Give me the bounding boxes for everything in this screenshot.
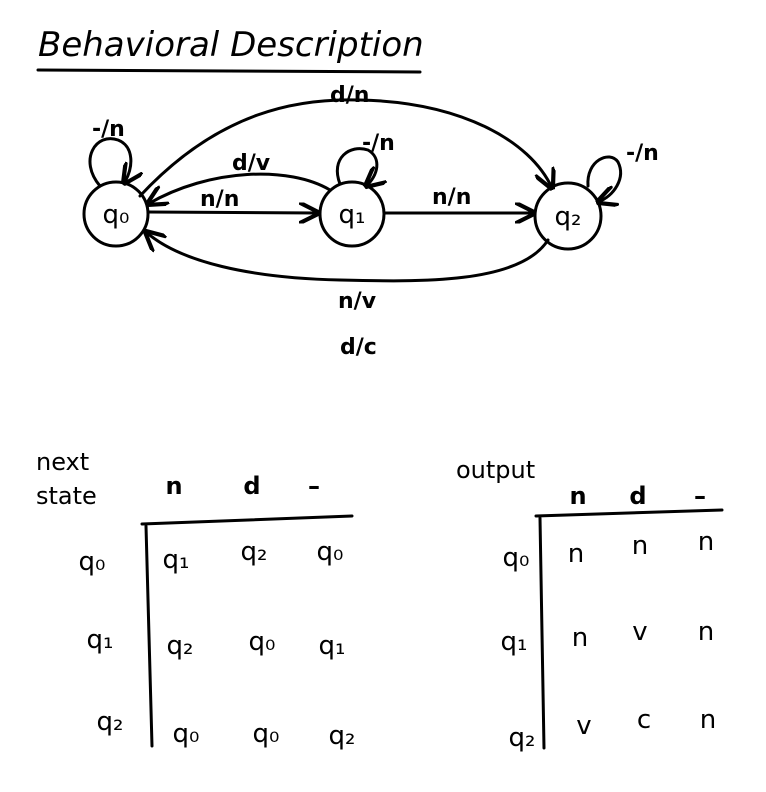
- output-table: output n d – q₀ n n n q₁ n v n q₂ v c n: [456, 456, 724, 753]
- q1-self-loop-arrow: [335, 147, 377, 186]
- output-col-header: –: [694, 482, 706, 510]
- q1-to-q0-label: d/v: [232, 151, 271, 176]
- output-cell: v: [632, 617, 647, 647]
- output-row-state: q₁: [501, 627, 528, 657]
- page-title: Behavioral Description: [38, 25, 424, 65]
- title-underline: [36, 68, 422, 74]
- q1-to-q0-arc-arrow: [148, 172, 332, 204]
- q2-to-q0-label-1: n/v: [338, 289, 377, 314]
- next-state-cell: q₀: [249, 627, 276, 657]
- q0-to-q1-label: n/n: [200, 187, 239, 212]
- next-state-row-state: q₂: [97, 707, 124, 737]
- output-cell: n: [700, 705, 716, 735]
- output-cell: v: [576, 711, 591, 741]
- q2-to-q0-arc-arrow: [146, 232, 550, 283]
- q0-self-loop-label: -/n: [92, 117, 125, 142]
- output-cell: n: [632, 531, 648, 561]
- output-col-header: n: [569, 482, 586, 510]
- q2-self-loop-arrow: [586, 155, 622, 202]
- output-table-top-rule: [534, 508, 724, 518]
- output-cell: n: [698, 527, 714, 557]
- output-caption: output: [456, 456, 535, 484]
- next-state-table: next state n d – q₀ q₁ q₂ q₀ q₁ q₂ q₀ q₁…: [36, 448, 355, 751]
- state-q0-label: q₀: [103, 200, 130, 230]
- output-table-left-rule: [538, 516, 546, 750]
- next-state-col-header: n: [165, 472, 182, 500]
- state-q1-label: q₁: [339, 200, 366, 230]
- next-state-cell: q₀: [317, 537, 344, 567]
- next-state-cell: q₁: [163, 545, 190, 575]
- state-q2: q₂: [533, 181, 603, 251]
- q2-to-q0-label-2: d/c: [340, 335, 377, 360]
- next-state-cell: q₀: [173, 719, 200, 749]
- state-q2-label: q₂: [555, 202, 582, 232]
- next-state-table-top-rule: [140, 514, 354, 526]
- next-state-row-state: q₀: [79, 547, 106, 577]
- q1-self-loop-label: -/n: [362, 131, 395, 156]
- next-state-cell: q₂: [329, 721, 356, 751]
- state-q1: q₁: [318, 180, 386, 248]
- output-cell: n: [698, 617, 714, 647]
- next-state-col-header: d: [243, 472, 260, 500]
- next-state-cell: q₀: [253, 719, 280, 749]
- output-cell: n: [572, 623, 588, 653]
- next-state-col-header: –: [308, 472, 320, 500]
- next-state-caption-line2: state: [36, 482, 97, 510]
- q2-self-loop-label: -/n: [626, 141, 659, 166]
- q1-to-q2-label: n/n: [432, 185, 471, 210]
- next-state-cell: q₂: [241, 537, 268, 567]
- output-col-header: d: [629, 482, 646, 510]
- state-q0: q₀: [82, 180, 150, 248]
- q0-to-q2-label: d/n: [330, 83, 369, 108]
- q0-to-q2-arc-arrow: [138, 98, 552, 198]
- q0-self-loop-arrow: [88, 137, 131, 186]
- output-row-state: q₂: [509, 723, 536, 753]
- output-cell: n: [568, 539, 584, 569]
- next-state-cell: q₁: [319, 631, 346, 661]
- q0-to-q1-arrow: [146, 212, 318, 213]
- output-cell: c: [637, 705, 651, 735]
- output-row-state: q₀: [503, 543, 530, 573]
- next-state-cell: q₂: [167, 631, 194, 661]
- next-state-caption-line1: next: [36, 448, 89, 476]
- next-state-table-left-rule: [144, 524, 154, 748]
- next-state-row-state: q₁: [87, 625, 114, 655]
